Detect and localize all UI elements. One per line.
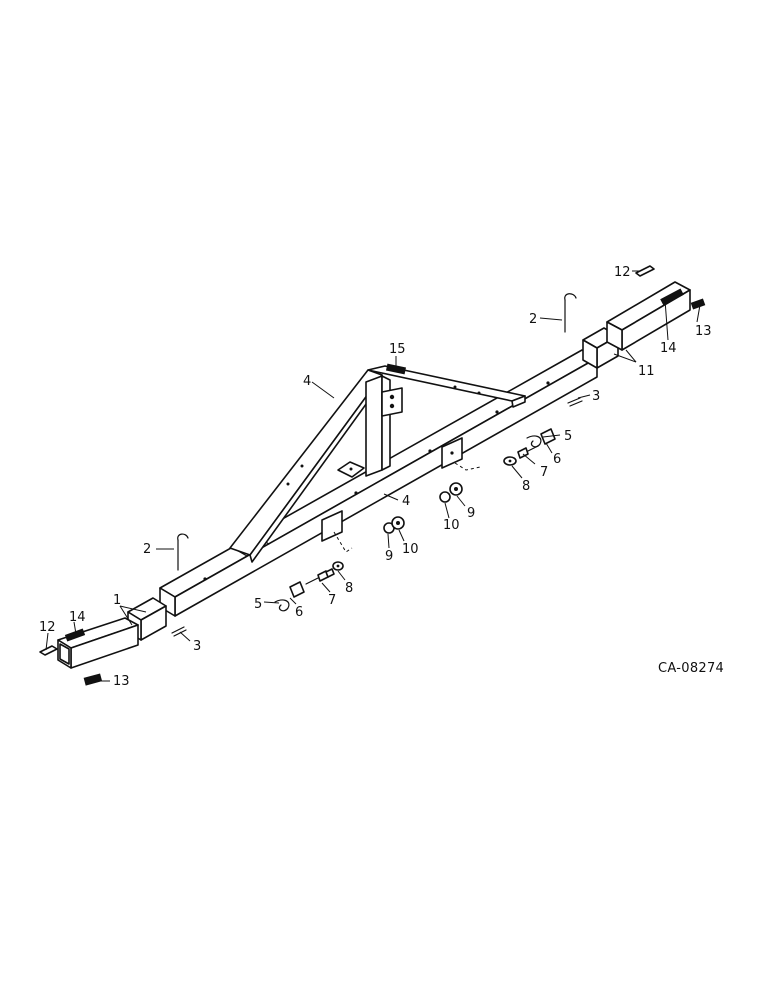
callout-5-right: 5	[564, 429, 572, 444]
drawing-code: CA-08274	[658, 661, 724, 676]
left-stand-hardware	[274, 516, 405, 612]
callout-13-left: 13	[113, 674, 130, 689]
a-frame-tongue	[229, 363, 526, 563]
callout-14-left: 14	[69, 610, 86, 625]
reflector-13-right	[690, 298, 706, 310]
callout-4-upper: 4	[303, 374, 311, 389]
callout-15: 15	[389, 342, 406, 357]
callout-6-right: 6	[553, 452, 561, 467]
callout-4-lower: 4	[402, 494, 410, 509]
callout-3-right: 3	[592, 389, 600, 404]
callout-10-left: 10	[402, 542, 419, 557]
clip-pin-left	[171, 626, 187, 637]
callout-2-left: 2	[143, 542, 151, 557]
callout-7-left: 7	[328, 593, 336, 608]
callout-9-right: 9	[467, 506, 475, 521]
hitch-pin-left	[177, 533, 189, 571]
callout-7-right: 7	[540, 465, 548, 480]
callout-labels: 1 2 2 3 3 4 4 5 5 6 6 7 7 8 8 9 9 10 10 …	[39, 265, 712, 689]
hitch-pin-right	[564, 293, 577, 333]
clip-pin-right	[567, 397, 583, 407]
callout-9-left: 9	[385, 549, 393, 564]
leader-lines	[45, 270, 701, 682]
callout-6-left: 6	[295, 605, 303, 620]
callout-2-right: 2	[529, 312, 537, 327]
decal-14-right	[660, 288, 684, 306]
callout-5-left: 5	[254, 597, 262, 612]
callout-8-left: 8	[345, 581, 353, 596]
callout-12-left: 12	[39, 620, 56, 635]
callout-14-right: 14	[660, 341, 677, 356]
callout-12-right: 12	[614, 265, 631, 280]
callout-1: 1	[113, 593, 121, 608]
stand-plate-left	[321, 510, 353, 553]
reflector-13-left	[83, 673, 103, 686]
stand-plate-right	[441, 437, 481, 471]
callout-11: 11	[638, 364, 655, 379]
right-extension-tubes	[582, 265, 706, 369]
callout-13-right: 13	[695, 324, 712, 339]
decal-14-left	[64, 628, 86, 642]
decal-15	[385, 363, 407, 375]
callout-3-left: 3	[193, 639, 201, 654]
right-stand-hardware	[439, 428, 556, 503]
left-extension-tubes	[39, 597, 167, 686]
callout-10-right: 10	[443, 518, 460, 533]
callout-8-right: 8	[522, 479, 530, 494]
